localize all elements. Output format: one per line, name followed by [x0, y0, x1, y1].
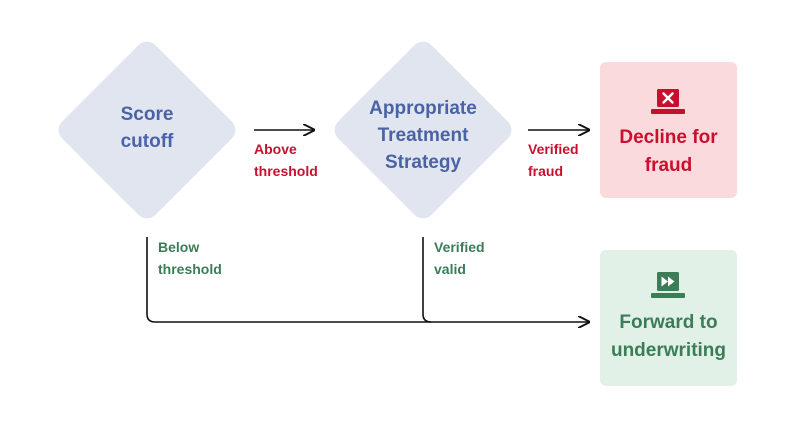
edge-label-above-threshold: Above threshold: [254, 141, 318, 179]
edge-label-verified-fraud: Verified fraud: [528, 141, 579, 179]
edge-label-below-threshold: Below threshold: [158, 239, 222, 277]
fast-forward-icon: [651, 272, 685, 298]
arrow-score-to-forward: [146, 237, 589, 322]
edge-label-verified-valid: Verified valid: [434, 239, 485, 277]
reject-icon: [651, 89, 685, 114]
decline-box: [600, 62, 737, 198]
strategy-label: Appropriate Treatment Strategy: [369, 98, 477, 173]
score-cutoff-label: Score cutoff: [120, 104, 174, 152]
decline-label: Decline for fraud: [619, 127, 718, 176]
forward-label: Forward to underwriting: [610, 312, 727, 361]
arrow-strategy-to-forward: [422, 237, 432, 323]
